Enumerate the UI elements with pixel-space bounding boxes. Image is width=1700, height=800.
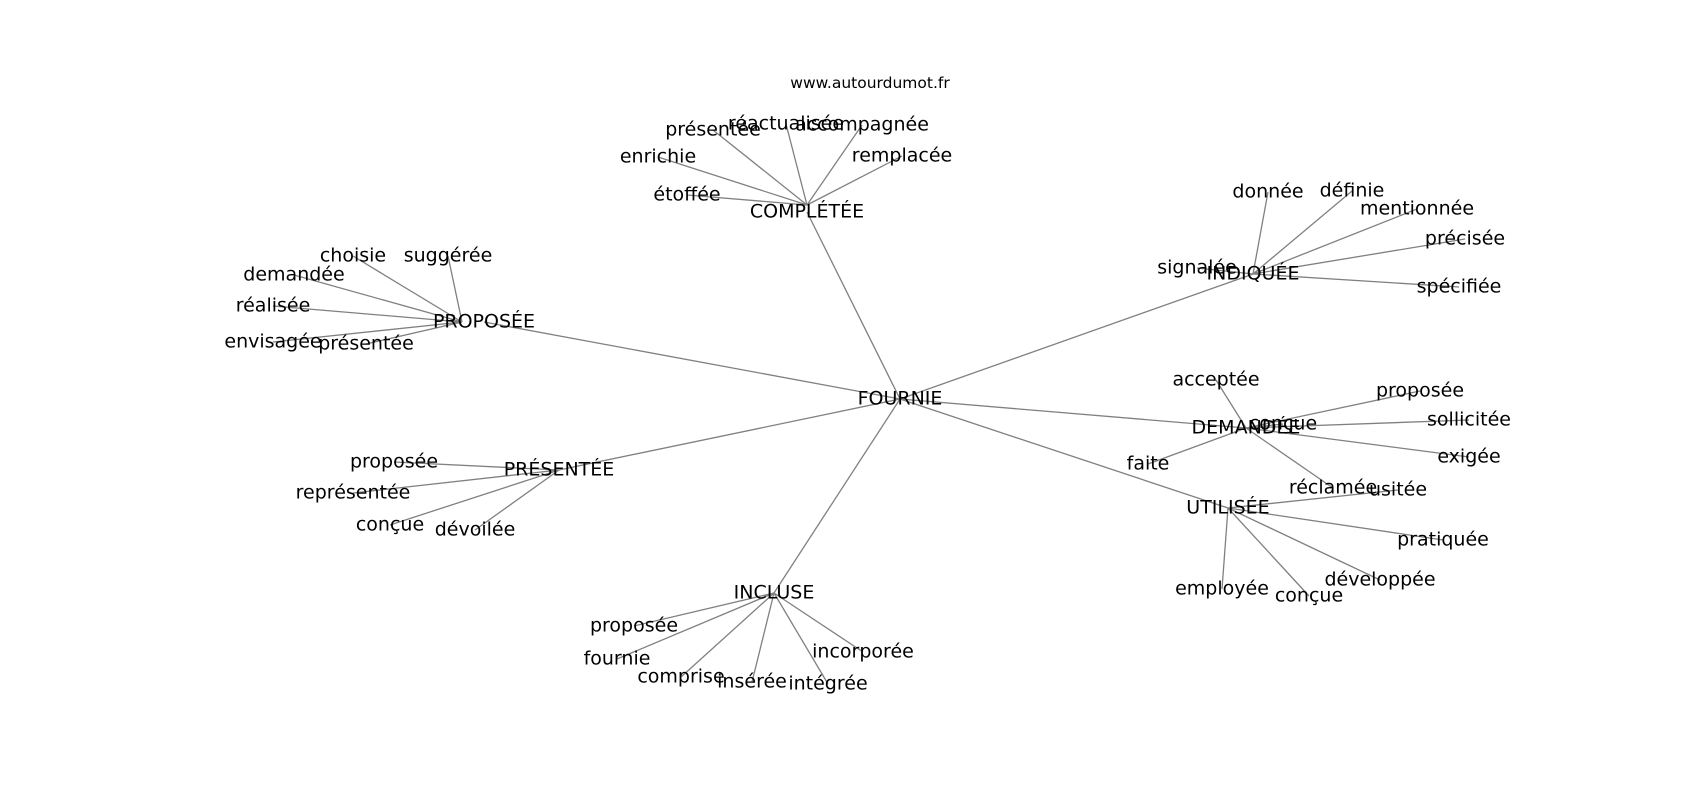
neighbor-node-completee-1[interactable]: enrichie: [620, 146, 696, 168]
edge-proposee-5: [365, 321, 463, 345]
neighbor-node-utilisee-3[interactable]: conçue: [1275, 585, 1343, 607]
neighbor-node-proposee-4[interactable]: envisagée: [224, 331, 321, 353]
edge-root-demandee: [899, 398, 1247, 429]
edge-proposee-2: [293, 274, 463, 323]
edge-completee-3: [785, 123, 808, 206]
edge-completee-0: [686, 194, 808, 206]
neighbor-node-proposee-1[interactable]: suggérée: [404, 245, 493, 267]
neighbor-node-utilisee-1[interactable]: pratiquée: [1397, 529, 1489, 551]
edge-indiquee-3: [1252, 238, 1466, 275]
edge-completee-1: [657, 156, 808, 206]
edge-root-presentee: [558, 398, 901, 471]
neighbor-node-completee-4[interactable]: accompagnée: [795, 114, 929, 136]
edge-demandee-1: [1245, 390, 1421, 429]
edge-completee-4: [806, 124, 863, 206]
neighbor-node-proposee-3[interactable]: réalisée: [236, 295, 311, 317]
neighbor-node-completee-5[interactable]: remplacée: [852, 145, 952, 167]
edge-utilisee-0: [1227, 489, 1399, 509]
edge-proposee-4: [272, 321, 463, 343]
neighbor-node-completee-2[interactable]: présentée: [665, 119, 761, 141]
edge-presentee-1: [352, 469, 560, 494]
neighbor-node-demandee-2[interactable]: conçue: [1249, 413, 1317, 435]
edge-incluse-1: [616, 592, 775, 660]
graph-edges: [272, 123, 1470, 685]
edge-indiquee-4: [1196, 267, 1254, 275]
neighbor-node-completee-3[interactable]: réactualisée: [728, 113, 844, 135]
neighbor-node-demandee-5[interactable]: faite: [1127, 453, 1170, 475]
edge-incluse-0: [633, 592, 775, 627]
edge-indiquee-2: [1252, 208, 1418, 275]
edge-completee-2: [712, 129, 808, 206]
neighbor-node-presentee-3[interactable]: dévoilée: [435, 519, 516, 541]
edge-root-incluse: [773, 398, 901, 594]
neighbor-node-presentee-2[interactable]: conçue: [356, 514, 424, 536]
cluster-node-proposee[interactable]: PROPOSÉE: [433, 310, 535, 333]
edge-utilisee-3: [1227, 507, 1310, 597]
edge-completee-5: [806, 155, 903, 206]
root-node[interactable]: FOURNIE: [858, 388, 943, 410]
edge-incluse-5: [773, 592, 864, 653]
neighbor-node-demandee-0[interactable]: acceptée: [1172, 369, 1259, 391]
neighbor-node-incluse-3[interactable]: insérée: [717, 671, 787, 693]
edge-utilisee-2: [1227, 507, 1381, 581]
edge-presentee-3: [474, 469, 560, 531]
edge-incluse-4: [773, 592, 829, 685]
edge-incluse-3: [751, 592, 775, 683]
neighbor-node-presentee-1[interactable]: représentée: [296, 482, 411, 504]
neighbor-node-utilisee-0[interactable]: usitée: [1369, 479, 1427, 501]
edge-root-utilisee: [899, 398, 1229, 509]
edge-demandee-4: [1245, 427, 1470, 458]
edge-demandee-6: [1245, 427, 1334, 489]
neighbor-node-indiquee-2[interactable]: mentionnée: [1360, 198, 1474, 220]
edge-indiquee-5: [1252, 273, 1460, 288]
edge-utilisee-1: [1227, 507, 1444, 541]
edge-demandee-3: [1245, 419, 1470, 429]
edge-presentee-2: [389, 469, 560, 526]
neighbor-node-incluse-1[interactable]: fournie: [584, 648, 651, 670]
neighbor-node-presentee-0[interactable]: proposée: [350, 451, 438, 473]
cluster-node-incluse[interactable]: INCLUSE: [734, 582, 815, 604]
neighbor-node-proposee-2[interactable]: demandée: [243, 264, 344, 286]
edge-incluse-2: [680, 592, 775, 678]
graph-labels: www.autourdumot.fr FOURNIE COMPLÉTÉE étoff…: [224, 74, 1511, 695]
cluster-node-presentee[interactable]: PRÉSENTÉE: [504, 458, 615, 481]
neighbor-node-proposee-5[interactable]: présentée: [318, 333, 414, 355]
edge-demandee-0: [1215, 379, 1247, 429]
neighbor-node-indiquee-0[interactable]: donnée: [1232, 181, 1303, 203]
neighbor-node-demandee-6[interactable]: réclamée: [1289, 477, 1377, 499]
neighbor-node-indiquee-5[interactable]: spécifiée: [1417, 276, 1502, 298]
neighbor-node-indiquee-3[interactable]: précisée: [1425, 228, 1505, 250]
neighbor-node-incluse-5[interactable]: incorporée: [812, 641, 914, 663]
site-watermark[interactable]: www.autourdumot.fr: [790, 74, 950, 92]
neighbor-node-utilisee-4[interactable]: employée: [1175, 578, 1269, 600]
neighbor-node-incluse-2[interactable]: comprise: [637, 666, 724, 688]
neighbor-node-incluse-4[interactable]: intégrée: [788, 673, 867, 695]
edge-root-proposee: [483, 321, 901, 400]
cluster-node-completee[interactable]: COMPLÉTÉE: [750, 200, 864, 223]
edge-root-completee: [806, 211, 901, 400]
neighbor-node-demandee-3[interactable]: sollicitée: [1427, 409, 1511, 431]
edge-indiquee-0: [1252, 191, 1269, 275]
edge-proposee-3: [272, 305, 463, 323]
neighbor-node-indiquee-1[interactable]: définie: [1320, 180, 1385, 202]
edge-root-indiquee: [899, 273, 1254, 400]
neighbor-node-proposee-0[interactable]: choisie: [320, 245, 386, 267]
edge-demandee-5: [1147, 427, 1247, 465]
neighbor-node-demandee-4[interactable]: exigée: [1437, 446, 1500, 468]
neighbor-node-demandee-1[interactable]: proposée: [1376, 380, 1464, 402]
neighbor-node-utilisee-2[interactable]: développée: [1324, 569, 1435, 591]
cluster-node-demandee[interactable]: DEMANDÉE: [1192, 416, 1301, 439]
edge-utilisee-4: [1221, 507, 1229, 590]
edge-presentee-0: [393, 461, 560, 471]
edge-indiquee-1: [1252, 190, 1353, 275]
cluster-node-utilisee[interactable]: UTILISÉE: [1186, 496, 1269, 519]
cluster-node-indiquee[interactable]: INDIQUÉE: [1207, 262, 1300, 285]
neighbor-node-indiquee-4[interactable]: signalée: [1157, 257, 1237, 279]
neighbor-node-incluse-0[interactable]: proposée: [590, 615, 678, 637]
edge-proposee-1: [447, 255, 463, 323]
edge-proposee-0: [352, 255, 463, 323]
neighbor-node-completee-0[interactable]: étoffée: [653, 184, 720, 206]
